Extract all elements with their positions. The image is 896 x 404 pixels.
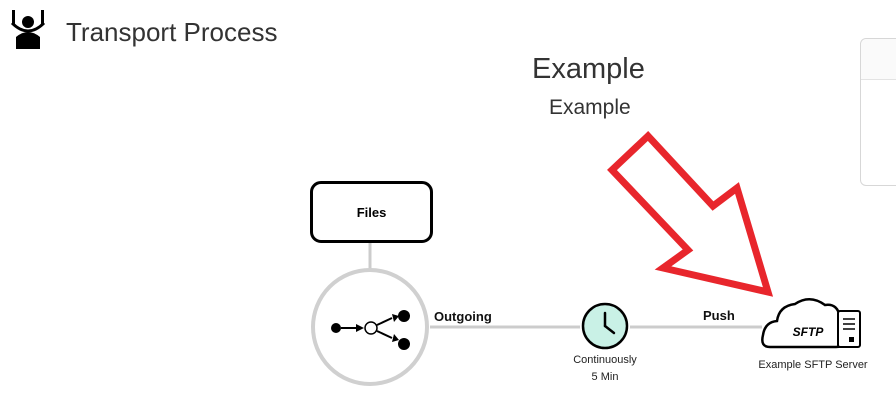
side-panel-header — [861, 39, 896, 80]
red-arrow-icon — [607, 131, 774, 297]
files-node[interactable]: Files — [310, 181, 433, 243]
schedule-frequency-label: Continuously — [573, 354, 637, 366]
files-node-label: Files — [356, 204, 387, 220]
push-edge-label: Push — [703, 308, 735, 323]
sftp-badge-text: SFTP — [793, 325, 825, 339]
side-panel-card — [860, 38, 896, 186]
router-node[interactable] — [311, 268, 429, 386]
example-subheading: Example — [549, 96, 631, 119]
schedule-interval-label: 5 Min — [591, 371, 619, 383]
header-bar: Transport Process — [0, 0, 896, 70]
page-title: Transport Process — [66, 17, 278, 47]
sftp-server-label: Example SFTP Server — [758, 359, 868, 371]
transport-logo-icon — [10, 10, 46, 49]
sftp-server-icon[interactable]: SFTP — [761, 298, 861, 349]
example-heading: Example — [532, 53, 645, 85]
schedule-clock-icon[interactable] — [581, 302, 629, 350]
outgoing-edge-label: Outgoing — [434, 309, 492, 324]
